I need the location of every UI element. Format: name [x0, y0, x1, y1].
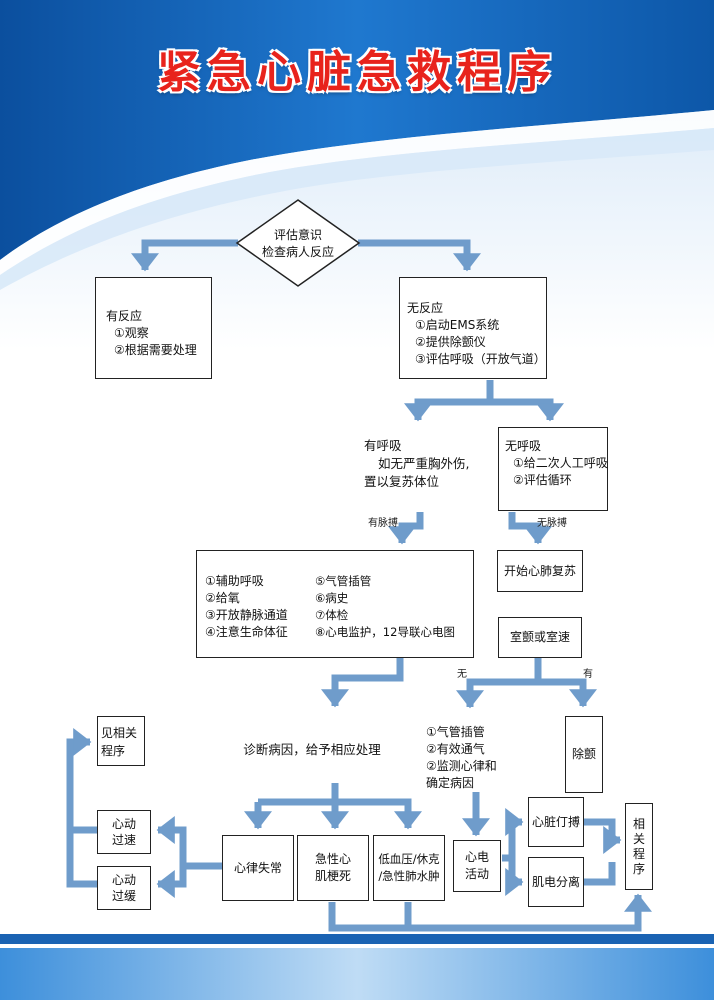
unresponsive-item-3: ③评估呼吸（开放气道）: [415, 352, 546, 366]
start-diamond: [235, 199, 361, 287]
care-item-7: ⑦体检: [315, 608, 349, 622]
unresponsive-item-2: ②提供除颤仪: [415, 335, 486, 349]
breathing-item-2: 置以复苏体位: [364, 474, 440, 489]
unresponsive-item-1: ①启动EMS系统: [415, 318, 500, 332]
arrhythmia-box: 心律失常: [222, 835, 294, 901]
start-line-1: 评估意识: [273, 228, 322, 242]
ami-line-1: 急性心: [314, 852, 351, 866]
arrow-brady-up: [66, 830, 98, 888]
label-no: 无: [457, 669, 467, 680]
bradycardia-line-2: 过缓: [111, 889, 136, 903]
care-right-list: ⑤气管插管 ⑥病史 ⑦体检 ⑧心电监护，12导联心电图: [315, 573, 455, 641]
bradycardia-box: 心动 过缓: [97, 866, 151, 910]
label-pulse: 有脉搏: [368, 518, 398, 529]
arrow-diag-ami: [258, 798, 422, 830]
unresponsive-box: 无反应 ①启动EMS系统 ②提供除颤仪 ③评估呼吸（开放气道）: [399, 277, 547, 379]
care-item-5: ⑤气管插管: [315, 574, 372, 588]
start-line-2: 检查病人反应: [261, 245, 334, 259]
breathing-box: 有呼吸 如无严重胸外伤, 置以复苏体位: [360, 427, 476, 511]
airway-item-3: ②监测心律和: [426, 759, 497, 773]
shock-box: 低血压/休克 /急性肺水肿: [373, 835, 445, 901]
start-diamond-text: 评估意识 检查病人反应: [253, 227, 343, 261]
arrow-ecg-emd: [505, 858, 524, 896]
responsive-item-1: ①观察: [114, 326, 149, 340]
shock-line-1: 低血压/休克: [378, 852, 440, 866]
care-item-4: ④注意生命体征: [205, 625, 288, 639]
ecg-line-2: 活动: [464, 867, 489, 881]
airway-item-2: ②有效通气: [426, 742, 485, 756]
ecg-line-1: 心电: [464, 850, 489, 864]
ecg-activity-box: 心电 活动: [453, 840, 501, 892]
care-item-6: ⑥病史: [315, 591, 349, 605]
airway-item-4: 确定病因: [426, 776, 475, 790]
care-left-list: ①辅助呼吸 ②给氧 ③开放静脉通道 ④注意生命体征: [205, 573, 288, 641]
shock-line-2: /急性肺水肿: [378, 869, 440, 883]
airway-box: ①气管插管 ②有效通气 ②监测心律和 确定病因: [416, 716, 516, 792]
tachycardia-box: 心动 过速: [97, 810, 151, 854]
not-breathing-item-1: ①给二次人工呼吸: [513, 456, 608, 470]
arrow-emd-related: [584, 862, 616, 886]
arrow-vf-yes: [538, 678, 597, 708]
unresponsive-head: 无反应: [407, 301, 444, 315]
arrow-split-breathing: [404, 380, 494, 422]
related-procedures-text: 相关程序: [632, 816, 645, 876]
arrow-asystole-related: [584, 818, 622, 854]
tachycardia-line-2: 过速: [111, 833, 136, 847]
not-breathing-item-2: ②评估循环: [513, 473, 572, 487]
ami-line-2: 肌梗死: [314, 869, 351, 883]
label-no-pulse: 无脉搏: [537, 518, 567, 529]
arrow-to-see-related: [66, 728, 98, 834]
responsive-box: 有反应 ①观察 ②根据需要处理: [95, 277, 212, 379]
cpr-box: 开始心肺复苏: [497, 550, 583, 592]
related-procedures-box: 相关程序: [625, 803, 653, 890]
arrow-to-responsive: [131, 239, 238, 272]
poster-title: 紧急心脏急救程序: [157, 47, 557, 98]
diagnose-box: 诊断病因，给予相应处理: [232, 716, 392, 782]
arrow-bottom-related: [328, 893, 652, 932]
care-item-8: ⑧心电监护，12导联心电图: [315, 625, 455, 639]
responsive-item-2: ②根据需要处理: [114, 343, 197, 357]
breathing-head: 有呼吸: [364, 438, 402, 453]
label-yes: 有: [583, 669, 593, 680]
arrow-pulse: [388, 512, 424, 545]
arrow-arrhythmia-left2: [156, 866, 187, 898]
vf-vt-box: 室颤或室速: [498, 617, 582, 658]
arrow-care-to-diagnose: [321, 658, 404, 708]
breathing-item-1: 如无严重胸外伤,: [378, 456, 470, 471]
arrow-arrhythmia-left: [156, 816, 223, 870]
defibrillation-box: 除颤: [565, 716, 603, 793]
airway-item-1: ①气管插管: [426, 725, 485, 739]
arrow-no-pulse: [508, 512, 552, 545]
emd-box: 肌电分离: [528, 857, 584, 907]
bradycardia-line-1: 心动: [111, 873, 136, 887]
ami-box: 急性心 肌梗死: [297, 835, 369, 901]
not-breathing-head: 无呼吸: [505, 439, 542, 453]
arrow-split-no-breathing: [490, 398, 564, 422]
supportive-care-box: ①辅助呼吸 ②给氧 ③开放静脉通道 ④注意生命体征 ⑤气管插管 ⑥病史 ⑦体检 …: [196, 550, 474, 658]
arrow-to-unresponsive: [358, 239, 481, 272]
care-item-1: ①辅助呼吸: [205, 574, 264, 588]
care-item-2: ②给氧: [205, 591, 240, 605]
arrow-vf-no: [456, 678, 538, 709]
asystole-box: 心脏仃搏: [528, 797, 584, 847]
care-item-3: ③开放静脉通道: [205, 608, 288, 622]
arrow-ecg-asystole: [505, 808, 524, 858]
tachycardia-line-1: 心动: [111, 817, 136, 831]
responsive-head: 有反应: [106, 309, 143, 323]
not-breathing-box: 无呼吸 ①给二次人工呼吸 ②评估循环: [498, 427, 608, 511]
see-related-box: 见相关程序: [97, 716, 145, 766]
